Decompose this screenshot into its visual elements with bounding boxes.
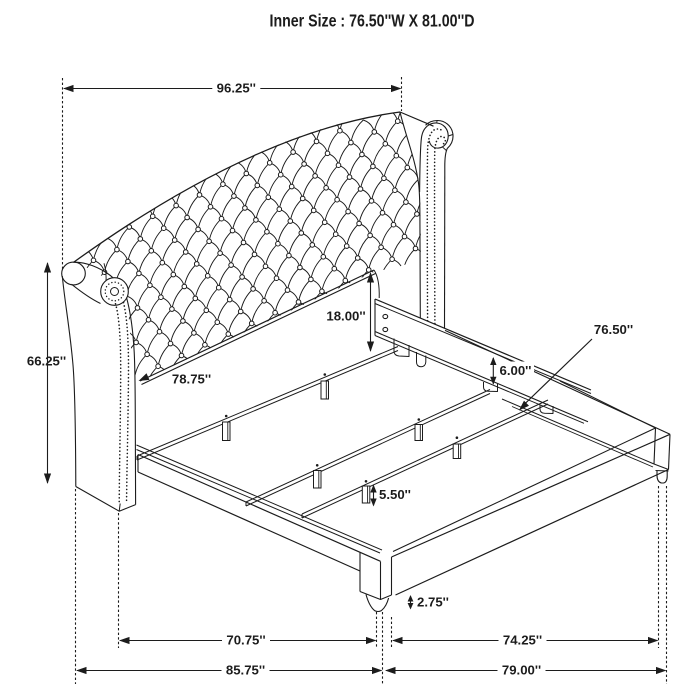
svg-text:Inner Size : 76.50''W X 81.00': Inner Size : 76.50''W X 81.00''D xyxy=(270,11,475,31)
svg-text:18.00'': 18.00'' xyxy=(326,309,365,324)
svg-text:85.75'': 85.75'' xyxy=(226,663,265,678)
svg-text:96.25'': 96.25'' xyxy=(217,81,256,96)
svg-text:6.00'': 6.00'' xyxy=(500,363,532,378)
svg-text:74.25'': 74.25'' xyxy=(503,633,542,648)
svg-text:70.75'': 70.75'' xyxy=(226,633,265,648)
svg-text:66.25'': 66.25'' xyxy=(27,354,66,369)
svg-text:2.75'': 2.75'' xyxy=(417,595,449,610)
svg-text:76.50'': 76.50'' xyxy=(594,322,633,337)
svg-text:79.00'': 79.00'' xyxy=(502,663,541,678)
svg-text:5.50'': 5.50'' xyxy=(379,487,411,502)
svg-text:78.75'': 78.75'' xyxy=(172,372,211,387)
